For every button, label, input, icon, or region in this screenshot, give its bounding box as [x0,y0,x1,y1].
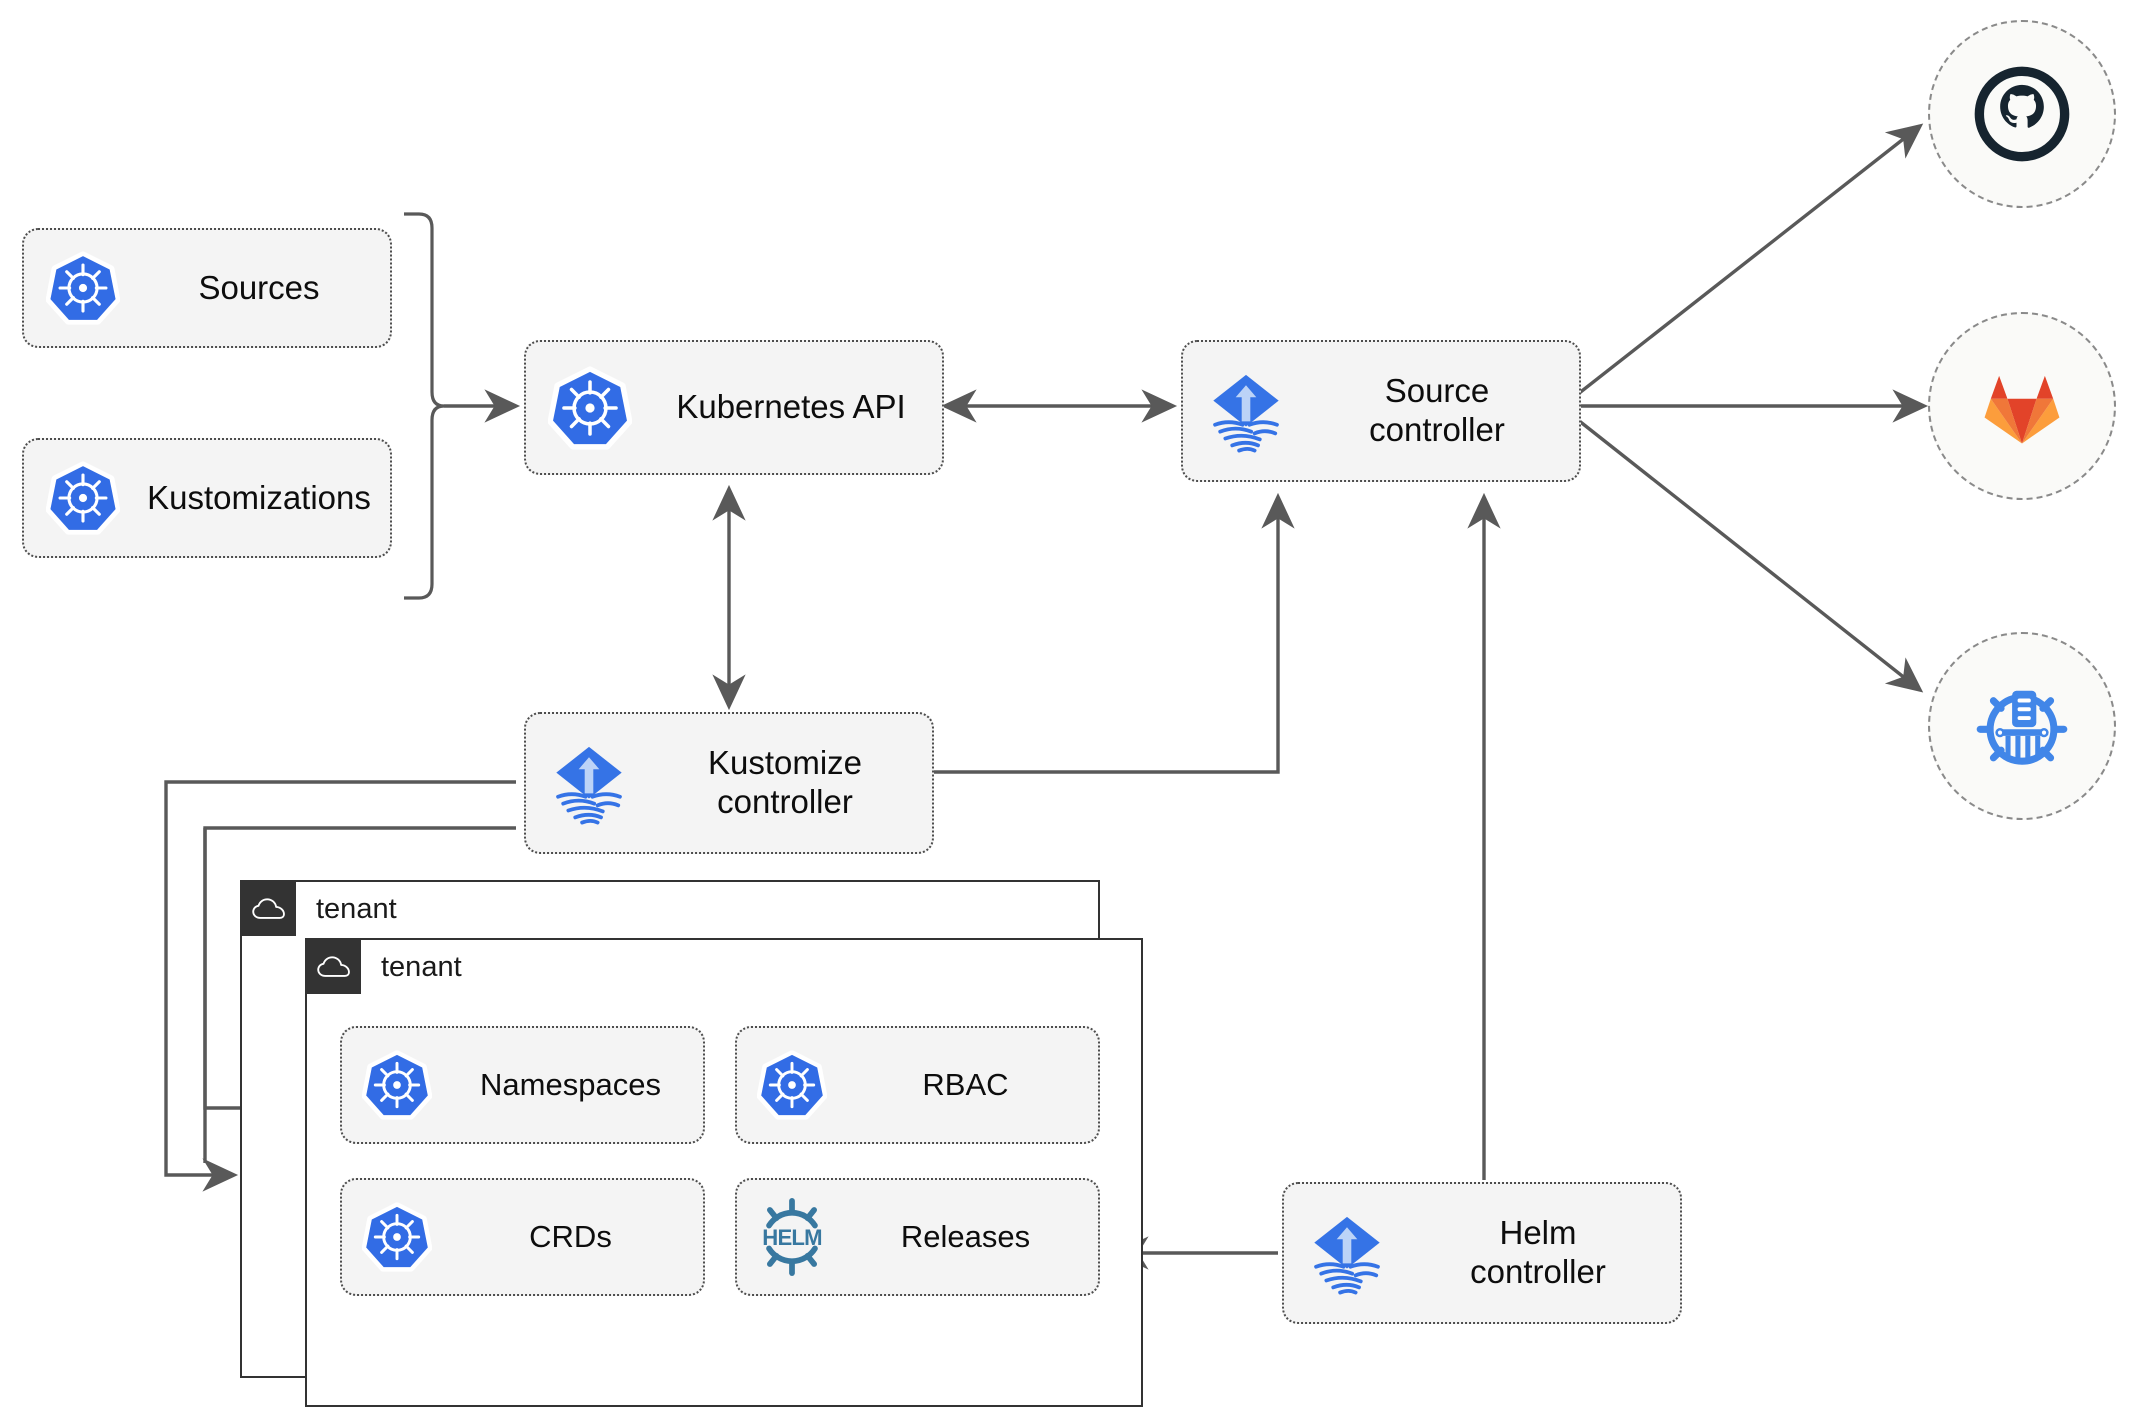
tenant-resource-namespaces[interactable]: Namespaces [340,1026,705,1144]
tenant-resource-releases[interactable]: HELM Releases [735,1178,1100,1296]
flux-icon [1183,368,1309,454]
resource-bracket [404,212,445,600]
cloud-icon [242,882,296,936]
wire-source-to-github [1576,123,1924,396]
helm-icon: HELM [737,1196,847,1278]
tenant-resource-rbac[interactable]: RBAC [735,1026,1100,1144]
tenant-resource-rbac-label: RBAC [922,1066,1009,1102]
kubernetes-icon [526,365,654,450]
flux-icon [1284,1210,1410,1296]
helm-controller-card[interactable]: Helm controller [1282,1182,1682,1324]
kubernetes-api-label: Kubernetes API [676,388,906,426]
wire-kustomize-to-source [932,492,1295,774]
tenant-resource-releases-label: Releases [900,1218,1031,1254]
kubernetes-icon [737,1050,847,1120]
provider-circle-harbor[interactable] [1928,632,2116,820]
harbor-icon [1976,690,2068,765]
kubernetes-api-card[interactable]: Kubernetes API [524,340,944,475]
wire-source-to-harbor [1576,418,1924,693]
tenant-resource-namespaces-label: Namespaces [480,1066,661,1102]
resource-card-kustomizations-label: Kustomizations [147,478,371,516]
cloud-icon [307,940,361,994]
resource-card-sources-label: Sources [198,268,320,306]
source-controller-card[interactable]: Source controller [1181,340,1581,482]
tenant-container-front[interactable]: tenant [305,938,1143,1407]
tenant-back-header: tenant [242,882,397,936]
kubernetes-icon [24,251,142,325]
resource-card-sources[interactable]: Sources [22,228,392,348]
tenant-back-label: tenant [316,892,397,925]
provider-circle-github[interactable] [1928,20,2116,208]
kubernetes-icon [24,461,142,535]
resource-card-kustomizations[interactable]: Kustomizations [22,438,392,558]
flux-icon [526,740,652,826]
tenant-resource-crds[interactable]: CRDs [340,1178,705,1296]
tenant-resource-crds-label: CRDs [529,1218,612,1254]
github-icon [1974,66,2070,162]
source-controller-label: Source controller [1369,372,1505,448]
gitlab-icon [1984,375,2060,444]
kubernetes-icon [342,1050,452,1120]
helm-controller-label: Helm controller [1470,1214,1606,1290]
kubernetes-icon [342,1202,452,1272]
kustomize-controller-card[interactable]: Kustomize controller [524,712,934,854]
provider-circle-gitlab[interactable] [1928,312,2116,500]
tenant-front-header: tenant [307,940,462,994]
tenant-front-label: tenant [381,950,462,983]
kustomize-controller-label: Kustomize controller [707,744,863,820]
svg-text:HELM: HELM [762,1225,821,1250]
